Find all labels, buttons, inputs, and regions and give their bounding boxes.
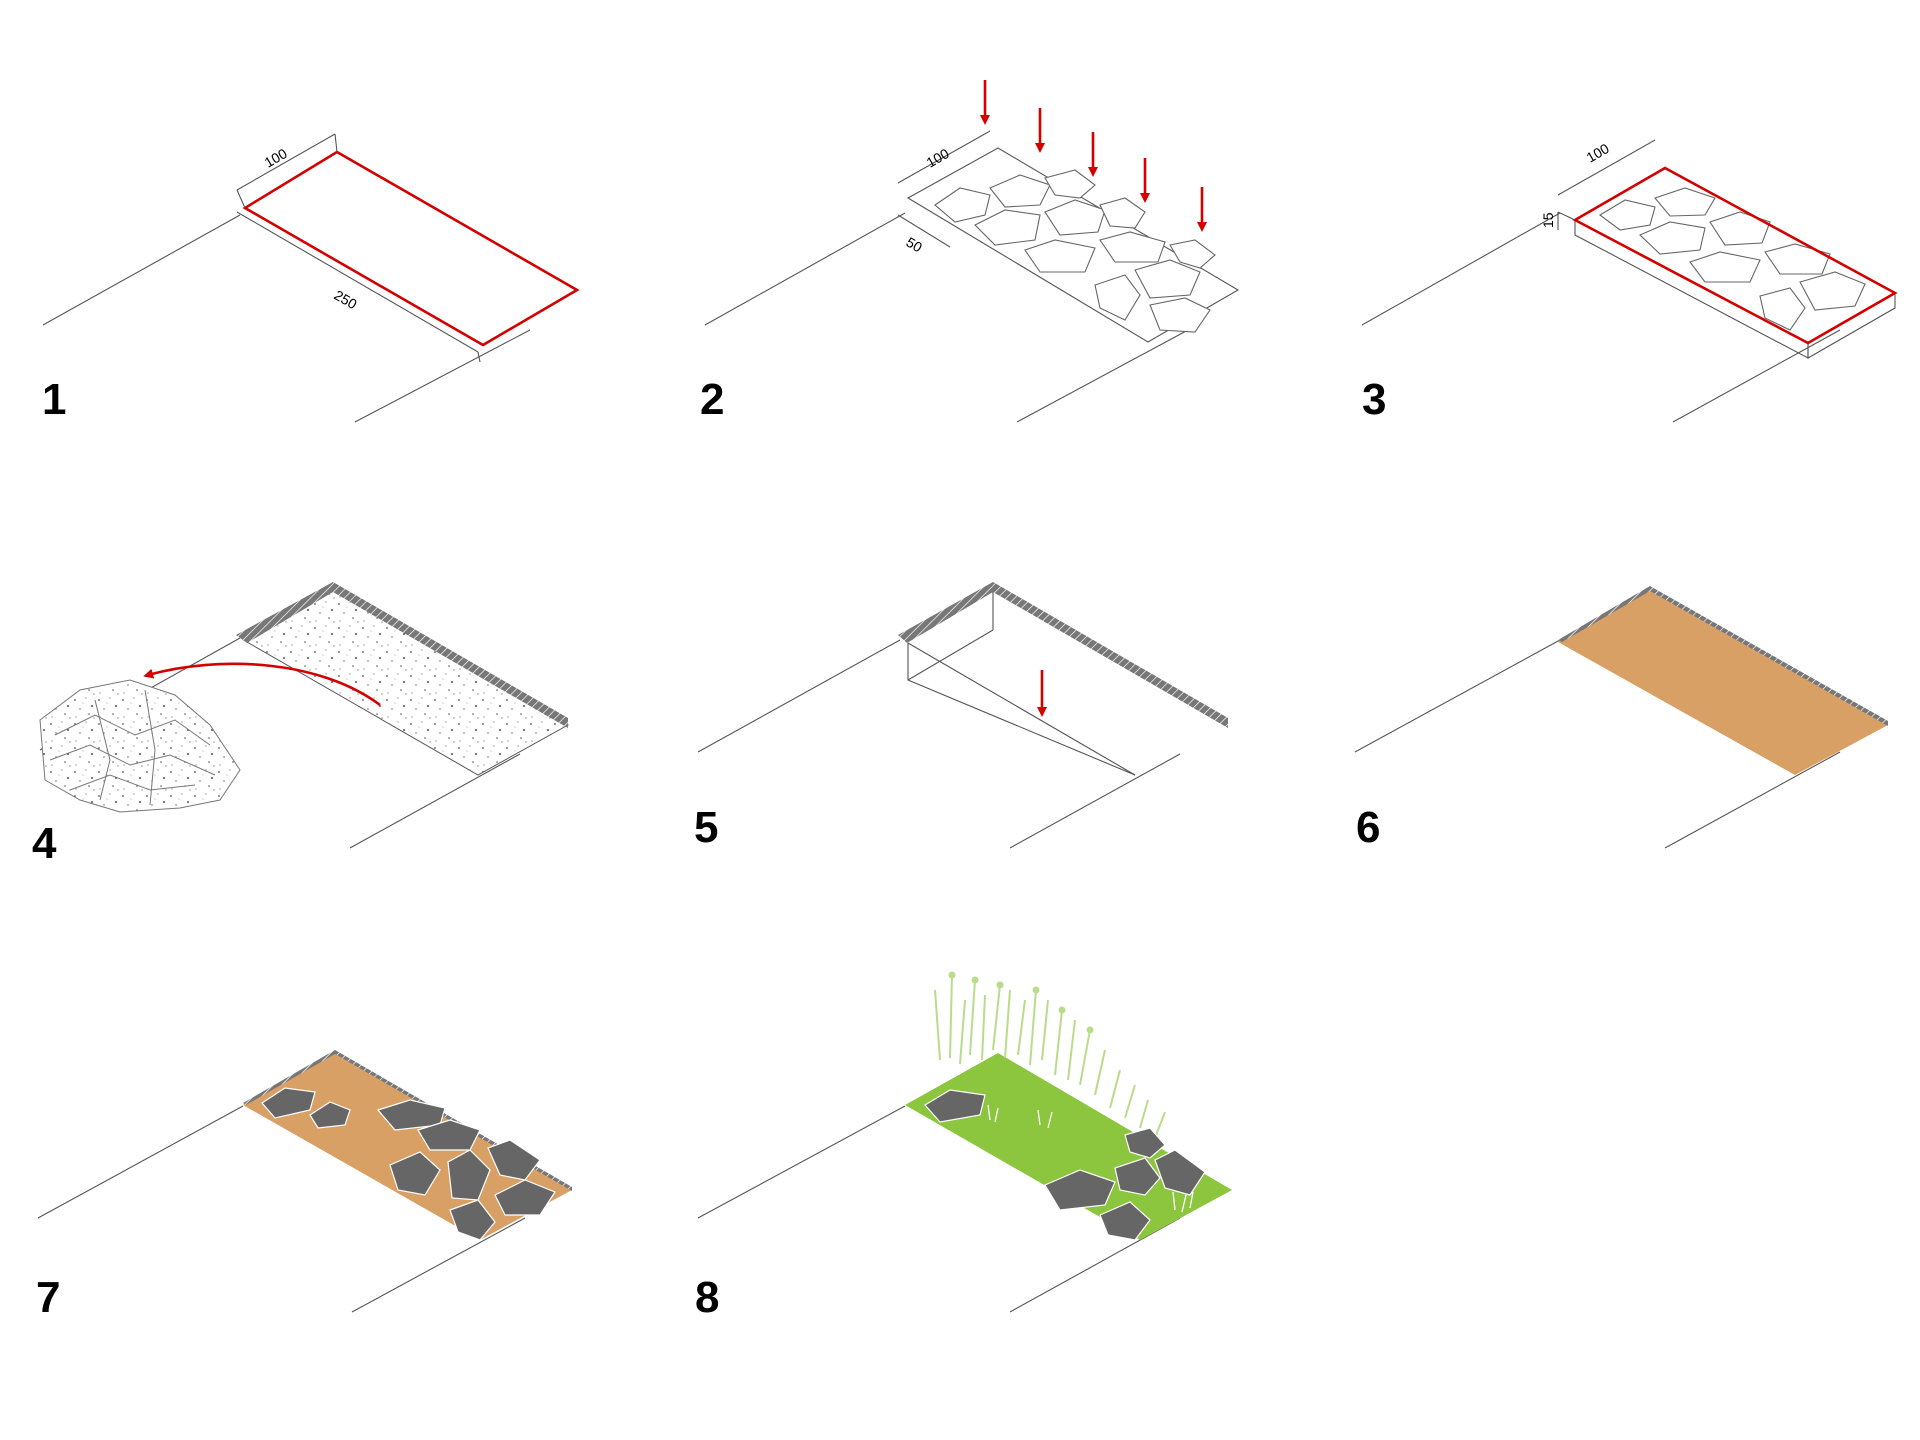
paving-stone xyxy=(261,1087,316,1119)
paving-stone xyxy=(1134,259,1201,299)
paving-stone xyxy=(1149,297,1211,333)
plot-outline xyxy=(242,150,580,347)
ground-line xyxy=(354,329,531,423)
removed-soil-pile xyxy=(39,679,241,813)
removal-arrow-icon xyxy=(143,662,381,707)
step-number: 5 xyxy=(694,803,718,852)
paving-stone xyxy=(487,1139,541,1181)
step-2-panel: 100 50 2 xyxy=(700,80,1240,424)
ground-line xyxy=(697,639,901,753)
paving-stone xyxy=(449,1199,496,1241)
excavation-edge xyxy=(898,582,1228,728)
step-number: 6 xyxy=(1356,803,1380,852)
placed-stones xyxy=(261,1087,556,1241)
dimension-depth-label: 15 xyxy=(1540,212,1556,228)
ground-line xyxy=(704,212,906,326)
dimension-line-depth xyxy=(897,214,951,248)
excavation-outline xyxy=(1572,166,1898,345)
step-8-panel: 8 xyxy=(695,971,1232,1322)
dimension-line-width xyxy=(1557,139,1656,196)
step-3-panel: 100 15 3 xyxy=(1361,139,1898,424)
dimension-line-width xyxy=(897,130,991,184)
paving-stone xyxy=(1044,169,1096,199)
paving-stone xyxy=(1099,197,1146,229)
paving-stone xyxy=(974,209,1041,246)
low-grass-tufts xyxy=(987,1104,1194,1213)
tall-grass-clump xyxy=(934,971,1166,1139)
ground-line xyxy=(1354,639,1561,753)
placement-arrows xyxy=(980,80,1207,232)
dimension-depth-label: 50 xyxy=(904,234,926,256)
paving-stone xyxy=(1024,239,1096,273)
step-1-panel: 100 250 1 xyxy=(42,133,580,424)
dimension-width-label: 100 xyxy=(1584,140,1612,166)
paving-stone xyxy=(376,1099,446,1131)
paving-stone xyxy=(1154,1149,1206,1196)
paving-stone xyxy=(1114,1157,1161,1196)
paving-stone xyxy=(1599,199,1656,231)
stone-pad-outline xyxy=(906,147,1240,343)
paving-stone xyxy=(309,1101,351,1129)
ground-line xyxy=(349,753,521,849)
ground-line xyxy=(1672,329,1841,423)
pit-wall-edge xyxy=(907,642,1136,776)
paving-stone xyxy=(447,1149,491,1201)
paving-stone xyxy=(1044,199,1106,236)
step-number: 4 xyxy=(32,819,57,868)
ground-line xyxy=(37,1105,244,1219)
step-6-panel: 6 xyxy=(1354,586,1888,852)
paving-stone xyxy=(1169,239,1216,269)
paving-stone xyxy=(389,1151,441,1196)
paving-stone xyxy=(1759,287,1806,331)
paving-stone xyxy=(1044,1169,1116,1211)
ground-line xyxy=(1009,1217,1181,1313)
ground-line xyxy=(351,1217,526,1313)
ground-line xyxy=(697,1105,906,1219)
step-number: 2 xyxy=(700,375,724,424)
soil-pile xyxy=(39,679,241,813)
dimension-line-length xyxy=(236,211,479,353)
ground-line xyxy=(1016,329,1189,423)
paving-stone xyxy=(989,174,1051,208)
paving-stone xyxy=(1099,231,1166,263)
step-4-panel: 4 xyxy=(32,582,570,868)
dimension-width-label: 100 xyxy=(262,145,290,171)
soil-fill xyxy=(1558,590,1888,775)
paving-stone xyxy=(1764,243,1831,275)
paving-stone xyxy=(1639,221,1706,255)
paving-stone xyxy=(924,1089,986,1123)
step-number: 7 xyxy=(36,1273,60,1322)
dimension-line-width xyxy=(236,133,336,191)
step-5-panel: 5 xyxy=(694,582,1228,852)
paving-stone xyxy=(1099,1201,1151,1241)
step-7-panel: 7 xyxy=(36,1050,572,1322)
paving-stone xyxy=(1689,251,1761,283)
placed-stones xyxy=(924,1089,1206,1241)
ground-line xyxy=(42,214,241,326)
paving-stone xyxy=(934,187,991,223)
step-number: 1 xyxy=(42,375,66,424)
paving-stone xyxy=(494,1179,556,1216)
paving-stone xyxy=(1709,211,1771,246)
dimension-length-label: 250 xyxy=(332,287,360,313)
paving-stones xyxy=(934,169,1216,333)
paving-stone xyxy=(1654,187,1716,217)
step-number: 3 xyxy=(1362,375,1386,424)
ground-line xyxy=(1009,753,1181,849)
ground-line xyxy=(1361,212,1561,326)
paving-stone xyxy=(1124,1127,1166,1159)
paving-stones xyxy=(1599,187,1866,331)
soil-fill xyxy=(243,1053,572,1240)
paving-stone xyxy=(1799,271,1866,311)
paving-stone xyxy=(1094,274,1141,321)
excavated-bed-gravel xyxy=(246,589,570,776)
grass-surface xyxy=(905,1053,1232,1240)
ground-line xyxy=(1664,751,1841,849)
step-number: 8 xyxy=(695,1273,719,1322)
paving-stone xyxy=(417,1119,481,1151)
